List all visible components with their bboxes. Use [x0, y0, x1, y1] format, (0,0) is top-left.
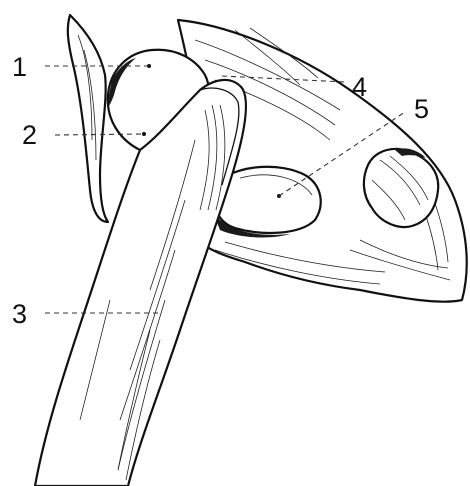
label-3: 3 [12, 299, 27, 329]
label-5: 5 [414, 94, 429, 124]
label-4: 4 [352, 72, 367, 102]
label-1: 1 [12, 52, 27, 82]
clavicle-end [68, 15, 108, 222]
label-2: 2 [22, 120, 37, 150]
